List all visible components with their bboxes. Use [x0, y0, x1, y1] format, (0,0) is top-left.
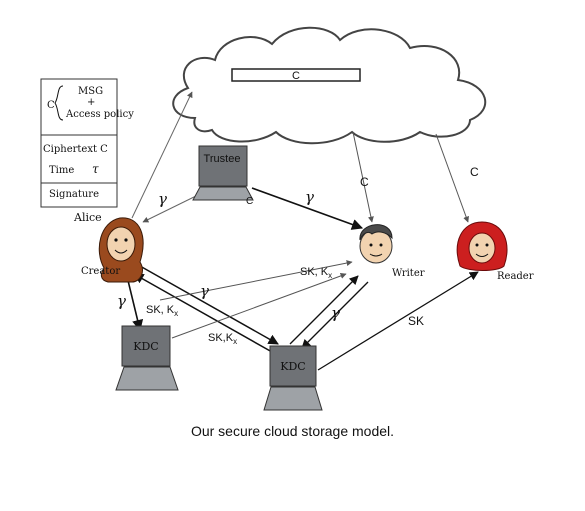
creator-label: Creator: [81, 266, 120, 277]
sk-kx-kdc: SK,Kx: [208, 332, 237, 346]
reader-avatar: Reader: [456, 221, 534, 282]
edge-alice-cloud: [131, 91, 193, 219]
record-ciphertext: Ciphertext C: [43, 144, 108, 155]
writer-label: Writer: [392, 268, 425, 279]
gamma-trustee-alice: γ: [158, 190, 167, 208]
sk-kx-alice: SK, Kx: [146, 304, 178, 318]
alice-avatar: Alice Creator: [73, 211, 144, 283]
gamma-trustee-writer: γ: [305, 188, 314, 206]
record-c-label: C: [47, 100, 55, 111]
edge-cloud-reader: [435, 133, 469, 223]
gamma-writer-kdc: γ: [331, 304, 340, 322]
kdc-left-label: KDC: [133, 340, 158, 353]
edge-kdc-left-writer: [171, 273, 347, 339]
writer-avatar: Writer: [359, 224, 425, 279]
record-access-policy: Access policy: [65, 109, 134, 120]
kdc-right-computer: KDC: [263, 345, 323, 411]
kdc-right-label: KDC: [280, 360, 305, 373]
cloud-label: C: [292, 70, 300, 82]
trustee-computer: Trustee C: [192, 145, 254, 207]
figure-caption: Our secure cloud storage model.: [190, 423, 395, 439]
record-time: Time: [49, 165, 74, 176]
edge-alice-kdc-right-a: [139, 265, 279, 345]
record-msg: MSG: [78, 86, 103, 97]
edge-kdc-right-reader: [317, 271, 479, 371]
sk-reader: SK: [408, 314, 424, 328]
edge-labels: γ γ γ γ γ C C SK, Kx SK, Kx SK,Kx SK: [117, 165, 479, 346]
edge-kdc-right-writer-b: [301, 281, 369, 349]
edge-cloud-writer: [352, 131, 374, 223]
sk-kx-writer: SK, Kx: [300, 266, 332, 280]
record-signature: Signature: [49, 189, 99, 200]
data-record: C MSG + Access policy Ciphertext C Time …: [40, 78, 134, 208]
gamma-alice-kdc: γ: [117, 292, 126, 310]
trustee-label: Trustee: [204, 153, 241, 165]
record-tau: τ: [92, 162, 99, 176]
edge-trustee-alice: [142, 195, 197, 223]
edges: [123, 91, 479, 371]
reader-label: Reader: [497, 271, 534, 282]
record-plus: +: [87, 97, 95, 108]
edge-alice-kdc-right-b: [133, 273, 273, 353]
alice-label: Alice: [73, 211, 102, 224]
c-cloud-writer: C: [360, 175, 369, 189]
gamma-alice-kdc-right: γ: [200, 282, 209, 300]
edge-alice-writer: [159, 260, 353, 301]
edge-kdc-right-writer-a: [289, 275, 359, 345]
c-cloud-reader: C: [470, 165, 479, 179]
edge-trustee-writer: [251, 187, 364, 230]
cloud-ciphertext-box: [231, 68, 361, 82]
cloud: C: [172, 26, 487, 145]
kdc-left-computer: KDC: [115, 325, 179, 391]
trustee-c-label: C: [246, 196, 253, 207]
